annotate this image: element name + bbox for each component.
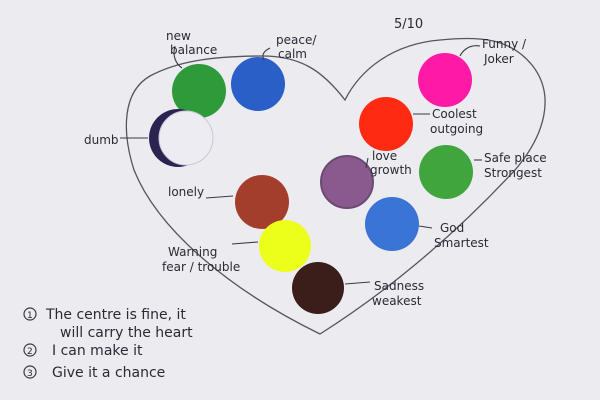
notes-list: 1 The centre is fine, it will carry the … (23, 307, 193, 381)
yellow-dot (259, 220, 311, 272)
label-safe-place: Safe place Strongest (484, 151, 551, 180)
half-moon-dot (149, 109, 214, 167)
label-coolest: Coolest outgoing (430, 107, 483, 136)
blue-top-dot (231, 57, 285, 111)
label-love-growth: love growth (370, 149, 412, 177)
date-label: 5/10 (394, 17, 423, 32)
label-god-smartest: God Smartest (434, 221, 489, 250)
brown-dot (235, 175, 289, 229)
note-3-number: 3 (27, 369, 33, 379)
note-3-text: Give it a chance (52, 365, 165, 381)
label-peace-calm: peace/ calm (276, 33, 320, 61)
note-3-marker (23, 365, 37, 379)
note-2-number: 2 (27, 347, 33, 357)
connector-lines (120, 45, 482, 285)
dark-brown-dot (292, 262, 344, 314)
label-warning: Warning fear / trouble (162, 245, 240, 274)
red-dot (359, 97, 413, 151)
glitter-dot (320, 155, 374, 209)
note-2-text: I can make it (52, 343, 143, 359)
label-lonely: lonely (168, 185, 204, 199)
note-1-marker (23, 307, 37, 321)
green-right-dot (419, 145, 473, 199)
label-funny-joker: Funny / Joker (482, 37, 530, 66)
label-new-balance: new balance (166, 29, 217, 57)
green-top-dot (172, 64, 226, 118)
blue-right-dot (365, 197, 419, 251)
label-sadness: Sadness weakest (372, 279, 428, 308)
pink-dot (418, 53, 472, 107)
note-2-marker (23, 343, 37, 357)
heart-outline (125, 37, 546, 335)
label-dumb: dumb (84, 133, 119, 147)
note-1-text: The centre is fine, it will carry the he… (45, 307, 193, 341)
note-1-number: 1 (27, 311, 33, 321)
